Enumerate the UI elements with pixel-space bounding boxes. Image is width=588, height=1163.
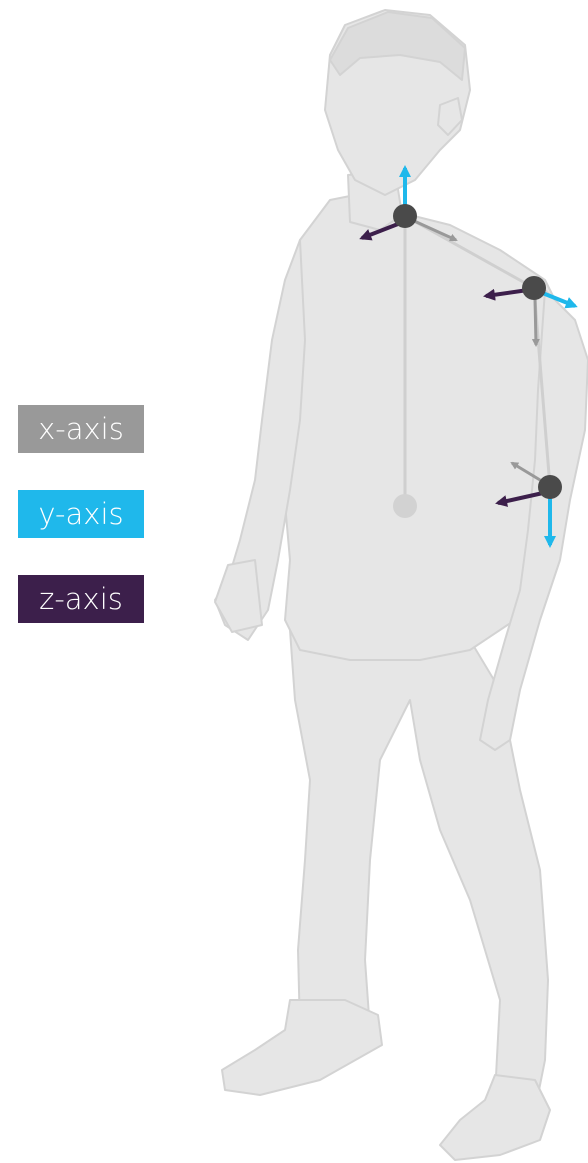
shoulder-joint <box>522 276 546 300</box>
elbow-z-axis-arrow <box>495 491 544 507</box>
shoulder-axes <box>483 288 578 347</box>
legend-z-axis: z-axis <box>18 575 144 623</box>
neck-z-axis-arrow <box>359 222 399 241</box>
elbow-axes <box>495 461 556 548</box>
neck-axes <box>359 165 458 242</box>
elbow-joint <box>538 475 562 499</box>
neck-joint <box>393 204 417 228</box>
shoulder-z-axis-arrow <box>483 288 529 301</box>
elbow-x-axis-arrow <box>510 461 546 485</box>
shoulder-x-axis-arrow <box>531 297 540 347</box>
legend-y-axis: y-axis <box>18 490 144 538</box>
axis-legend: x-axis y-axis z-axis <box>18 405 144 623</box>
spine-base-joint <box>393 494 417 518</box>
neck-x-axis-arrow <box>411 218 458 242</box>
legend-x-axis: x-axis <box>18 405 144 453</box>
shoulder-y-axis-arrow <box>539 290 578 309</box>
person-silhouette <box>214 9 588 1161</box>
joints <box>393 204 562 518</box>
